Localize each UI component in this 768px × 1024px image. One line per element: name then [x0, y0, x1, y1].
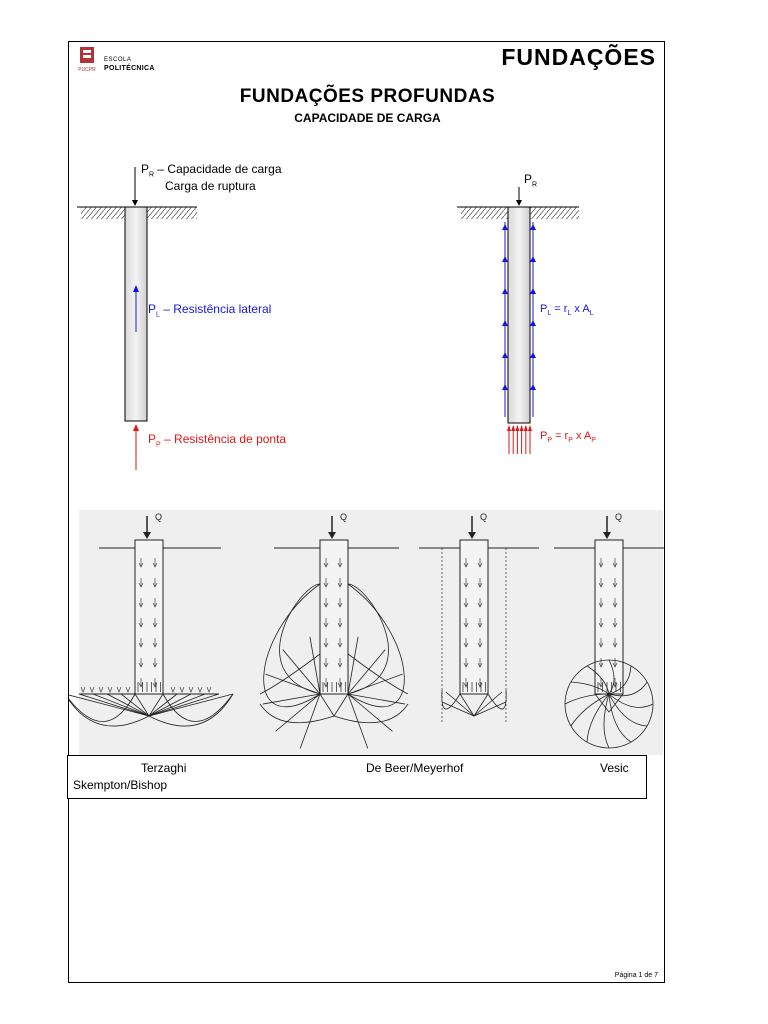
- lateral-formula: PL = rL x AL: [540, 303, 594, 318]
- load-q-label: Q: [480, 512, 487, 522]
- lateral-arrowhead: [502, 352, 508, 358]
- document-page: PUCPR ESCOLA POLITÉCNICA FUNDAÇÕES FUNDA…: [67, 41, 665, 983]
- failure-mechanism-vesic: Q: [419, 512, 539, 722]
- pr-label-right: PR: [524, 172, 538, 189]
- caption-vesic: Vesic: [600, 761, 629, 775]
- lateral-arrowhead: [502, 320, 508, 326]
- pucpr-crest-icon: PUCPR: [78, 47, 96, 73]
- header-title: FUNDAÇÕES: [501, 44, 656, 70]
- pile-load-diagrams: [77, 167, 579, 470]
- caption-terzaghi: Terzaghi: [141, 761, 187, 775]
- rupture-load-label: Carga de ruptura: [165, 179, 256, 193]
- right-pile-diagram: [457, 187, 579, 454]
- failure-mechanism-terzaghi: Q: [69, 512, 234, 727]
- svg-text:PUCPR: PUCPR: [78, 67, 96, 73]
- caption-de-beer-meyerhof: De Beer/Meyerhof: [366, 761, 464, 775]
- failure-mechanism-meyerhof: Q: [259, 512, 409, 749]
- lateral-arrowhead: [530, 384, 536, 390]
- load-q-label: Q: [340, 512, 347, 522]
- pr-label-left: PR – Capacidade de carga: [141, 162, 282, 179]
- lateral-arrowhead: [530, 224, 536, 230]
- lateral-arrowhead: [530, 320, 536, 326]
- point-formula: PP = rP x AP: [540, 430, 596, 445]
- logo-school-text: ESCOLA: [104, 57, 132, 63]
- lateral-arrowhead: [502, 288, 508, 294]
- caption-skempton-bishop: Skempton/Bishop: [73, 778, 168, 792]
- lateral-arrowhead: [530, 352, 536, 358]
- university-logo: PUCPR ESCOLA POLITÉCNICA: [75, 45, 171, 75]
- methods-caption-box: Terzaghi De Beer/Meyerhof Vesic Skempton…: [67, 755, 647, 799]
- lateral-arrowhead: [530, 256, 536, 262]
- lateral-resistance-label: PL – Resistência lateral: [148, 302, 272, 319]
- page-number: Página 1 de 7: [614, 972, 658, 979]
- page-subtitle: CAPACIDADE DE CARGA: [294, 111, 441, 125]
- lateral-arrowhead: [502, 256, 508, 262]
- lateral-arrowhead: [502, 224, 508, 230]
- point-resistance-arrows: [507, 425, 532, 454]
- logo-politecnica-text: POLITÉCNICA: [104, 65, 155, 72]
- load-q-label: Q: [155, 512, 162, 522]
- lateral-arrowhead: [530, 288, 536, 294]
- page-title: FUNDAÇÕES PROFUNDAS: [239, 86, 496, 107]
- failure-mechanism-skempton: Q: [554, 512, 664, 749]
- point-resistance-label: PP – Resistência de ponta: [148, 432, 287, 449]
- load-q-label: Q: [615, 512, 622, 522]
- lateral-arrowhead: [502, 384, 508, 390]
- lateral-resistance-arrows: [502, 222, 536, 417]
- left-pile-diagram: [77, 167, 197, 470]
